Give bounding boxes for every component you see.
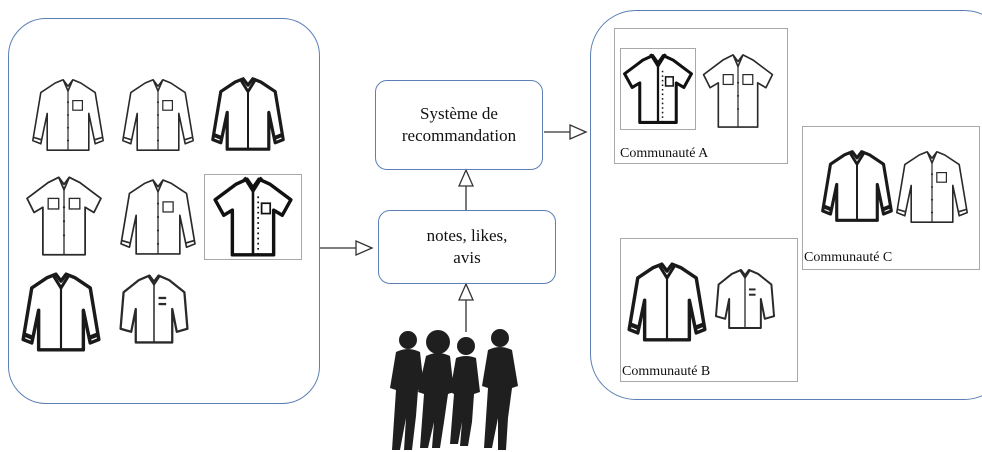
people-silhouette-icon [390,329,518,450]
communities-frame [590,10,982,400]
recommender-system-box: Système de recommandation [375,80,543,170]
long-sleeve-shirt-icon [818,140,896,232]
community-a-panel [614,28,788,164]
short-sleeve-shirt-icon [696,50,780,132]
arrowhead-icon [569,124,588,140]
long-sleeve-shirt-icon [892,146,972,228]
arrowhead-icon [458,168,474,187]
arrowhead-icon [458,282,474,301]
community-b-label: Communauté B [622,364,711,379]
community-a-shirt-frame [620,48,696,130]
long-sleeve-shirt-icon [624,258,710,346]
feedback-box: notes, likes, avis [378,210,556,284]
selected-shirt-frame [204,174,302,260]
recommender-line-1: Système de [420,104,498,123]
long-sleeve-shirt-icon [712,258,778,340]
feedback-line-2: avis [453,248,481,267]
catalogue-frame [8,18,320,404]
arrowhead-icon [355,240,374,256]
feedback-line-1: notes, likes, [426,226,508,245]
community-a-label: Communauté A [620,146,709,161]
short-sleeve-shirt-icon [620,48,696,130]
community-c-panel [802,126,980,270]
community-c-label: Communauté C [804,250,893,265]
recommender-line-2: recommandation [401,126,517,145]
community-b-panel [620,238,798,382]
